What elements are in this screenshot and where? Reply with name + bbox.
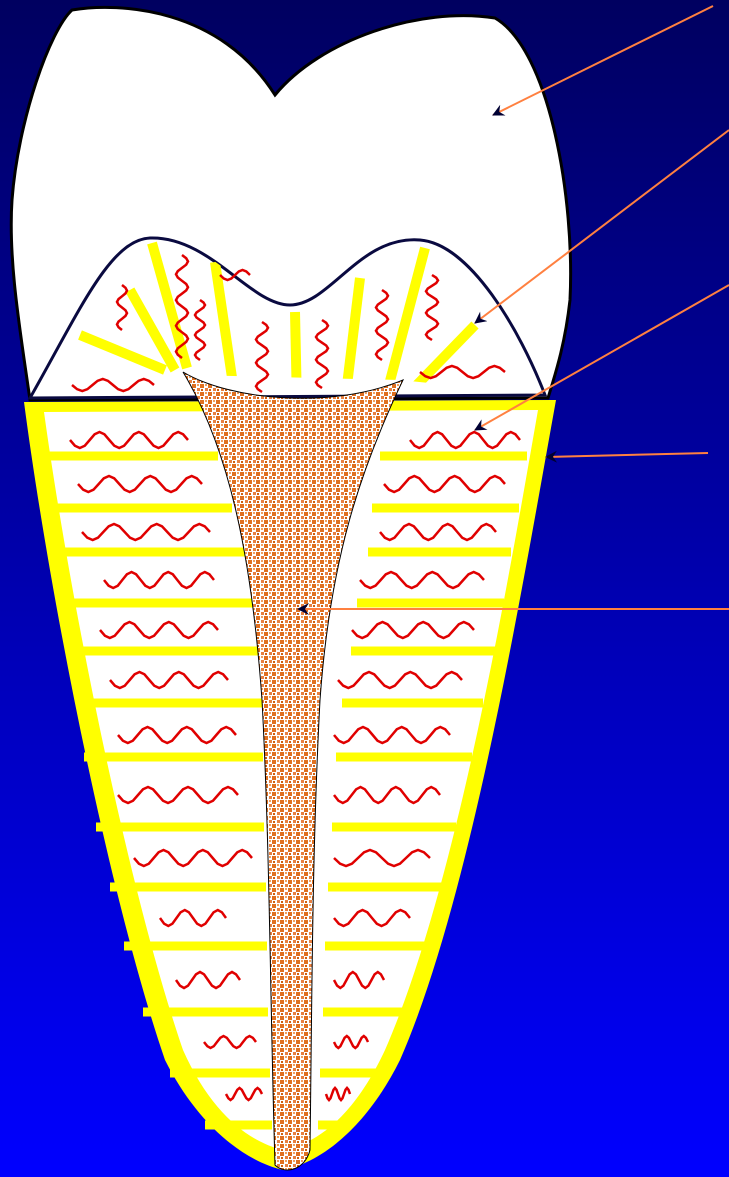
diagram-stage bbox=[0, 0, 729, 1177]
tooth-diagram bbox=[0, 0, 729, 1177]
